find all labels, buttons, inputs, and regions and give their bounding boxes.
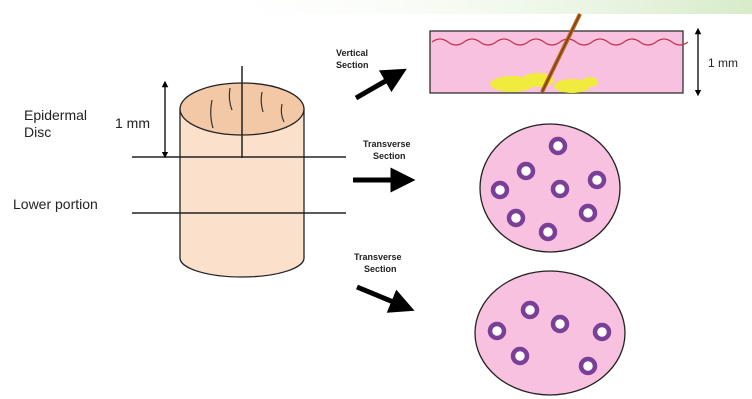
punch-biopsy-cylinder	[180, 66, 304, 277]
upper-section-follicle	[551, 139, 565, 153]
vertical-section-label-line1: Vertical	[336, 48, 368, 58]
lower-section-follicle	[523, 303, 537, 317]
epidermal-disc-label-line1: Epidermal	[24, 107, 87, 123]
upper-section-follicle	[541, 225, 555, 239]
transverse-section-2-arrow	[357, 287, 403, 306]
upper-section-follicle	[519, 164, 533, 178]
upper-section-follicle	[553, 182, 567, 196]
upper-section-follicle	[493, 183, 507, 197]
top-green-band	[180, 0, 752, 14]
transverse-section-2-label-line1: Transverse	[354, 252, 402, 262]
upper-section-follicle	[581, 206, 595, 220]
lower-section-follicle	[513, 349, 527, 363]
lower-section-follicle	[595, 325, 609, 339]
vertical-section-label-line2: Section	[336, 60, 369, 70]
transverse-section-1-label-line2: Section	[373, 151, 406, 161]
lower-section-follicle	[553, 317, 567, 331]
lower-portion-label: Lower portion	[13, 196, 98, 212]
transverse-section-2-label-line2: Section	[364, 264, 397, 274]
epidermal-disc-label-line2: Disc	[24, 124, 51, 140]
one-mm-label-right: 1 mm	[708, 56, 738, 70]
one-mm-label-left: 1 mm	[115, 115, 150, 131]
transverse-section-1-label-line1: Transverse	[363, 139, 411, 149]
vertical-section-arrow	[356, 75, 396, 98]
upper-section-follicle	[590, 173, 604, 187]
lower-section-follicle	[490, 324, 504, 338]
upper-section-follicle	[509, 211, 523, 225]
lower-section-follicle	[581, 359, 595, 373]
fat-globule	[582, 77, 598, 87]
vertical-section-strip	[430, 14, 688, 93]
